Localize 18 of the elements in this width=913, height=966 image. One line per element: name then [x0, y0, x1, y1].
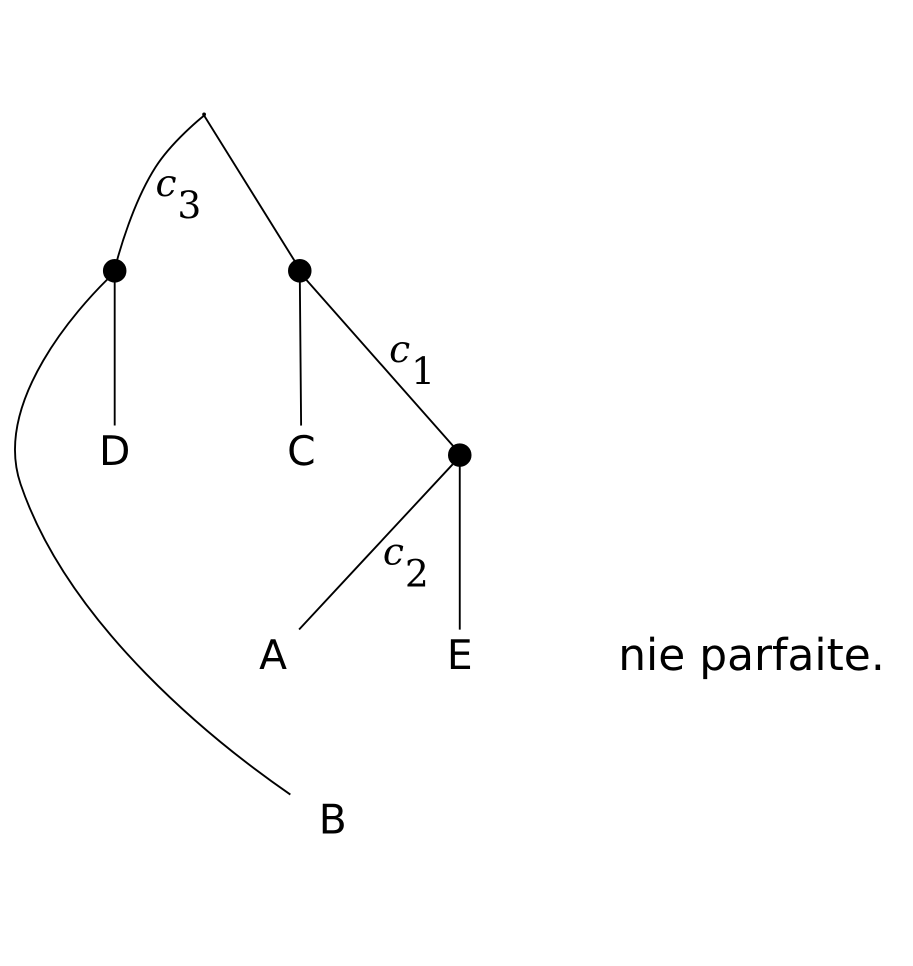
connector: [114, 282, 116, 426]
connector: [306, 279, 454, 447]
node-text: C: [287, 426, 316, 475]
connector: [458, 466, 461, 630]
connector: [203, 115, 296, 262]
node-circle: [288, 259, 312, 283]
connector: [14, 278, 291, 796]
node-text: A: [259, 630, 288, 679]
connector: [298, 282, 302, 426]
connector: [298, 464, 454, 630]
node-circle: [102, 259, 126, 283]
node-circle: [448, 443, 472, 467]
node-text: D: [99, 426, 130, 475]
label: nie parfaite.: [618, 630, 885, 681]
node-text: B: [318, 796, 347, 844]
node-point: [202, 112, 206, 116]
connector: [116, 114, 205, 260]
node-text: E: [446, 630, 473, 679]
